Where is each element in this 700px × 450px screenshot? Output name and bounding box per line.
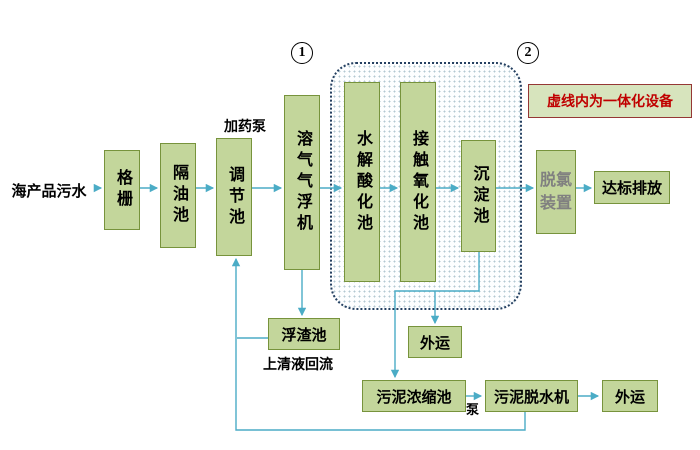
node-outbound-transport-2: 外运 [602,380,658,412]
supernatant-return-label: 上清液回流 [263,356,333,372]
node-oil-separation-tank: 隔油池 [160,143,196,248]
node-regulating-tank: 调节池 [216,138,252,256]
node-discharge: 达标排放 [594,171,670,204]
node-sludge-dewatering-machine: 污泥脱水机 [485,380,578,412]
node-sludge-thickening-tank: 污泥浓缩池 [362,380,466,412]
legend-integrated-equipment: 虚线内为一体化设备 [528,84,692,118]
source-label: 海产品污水 [11,183,87,200]
dosing-pump-label: 加药泵 [224,118,266,134]
pump-label: 泵 [466,402,480,417]
node-contact-oxidation-tank: 接触氧化池 [400,82,436,282]
node-outbound-transport-1: 外运 [408,326,462,358]
node-dechlorination-unit: 脱氯装置 [536,150,576,234]
step-marker-2: 2 [517,42,539,64]
node-sedimentation-tank: 沉淀池 [461,140,496,252]
node-dissolved-air-flotation: 溶气气浮机 [284,95,320,270]
node-grid: 格栅 [104,150,140,230]
node-scum-tank: 浮渣池 [268,318,340,350]
step-marker-1: 1 [291,42,313,64]
node-hydrolysis-acidification-tank: 水解酸化池 [344,82,380,282]
